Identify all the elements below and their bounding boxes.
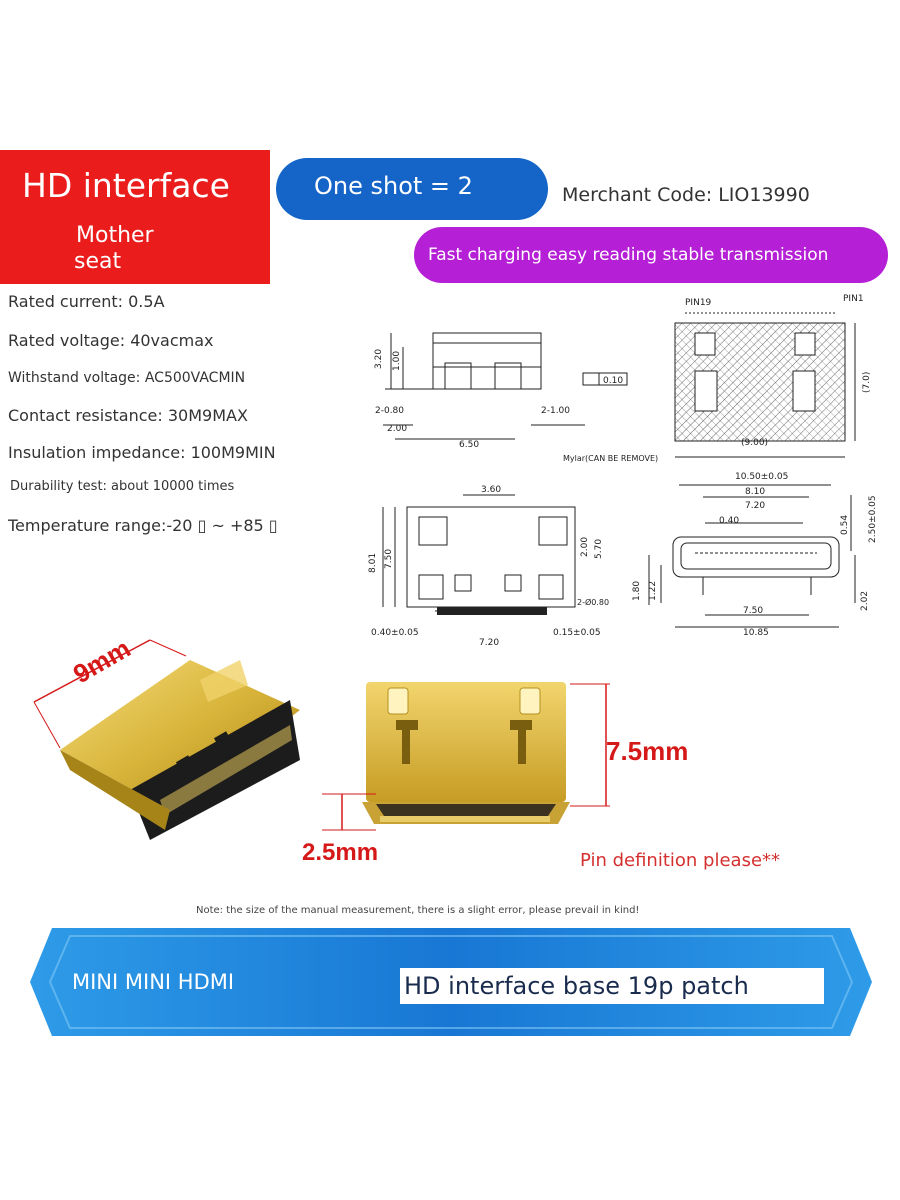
- connector-photo-front: [362, 682, 570, 824]
- spec-contact-resistance: Contact resistance: 30M9MAX: [8, 406, 248, 425]
- dim-bottom-h3: 2.00: [580, 537, 590, 557]
- spec-rated-current: Rated current: 0.5A: [8, 292, 165, 311]
- spec-temperature: Temperature range:-20 ▯ ~ +85 ▯: [8, 516, 278, 535]
- dim-front-h4: 1.22: [648, 581, 658, 601]
- dim-front-b1: 7.50: [743, 606, 763, 616]
- dim-side-h1: 3.20: [374, 349, 384, 369]
- pin19-label: PIN19: [685, 298, 712, 308]
- dim-bottom-h1: 8.01: [368, 553, 378, 573]
- pin-definition-text: Pin definition please**: [580, 850, 781, 871]
- dim-bottom-hole: 2-Ø0.80: [577, 597, 609, 607]
- dim-side-w2: 6.50: [459, 440, 479, 450]
- spec-rated-voltage: Rated voltage: 40vacmax: [8, 331, 214, 350]
- feature-text: Fast charging easy reading stable transm…: [428, 245, 829, 265]
- mylar-label: Mylar(CAN BE REMOVE): [563, 454, 658, 463]
- spec-durability: Durability test: about 10000 times: [10, 479, 235, 494]
- front-view-drawing: [648, 484, 856, 628]
- dim-front-b2: 10.85: [743, 628, 769, 638]
- spec-insulation-impedance: Insulation impedance: 100M9MIN: [8, 443, 276, 462]
- dim-front-w2: 8.10: [745, 487, 765, 497]
- product-subtitle-line1: Mother: [76, 223, 154, 248]
- side-view-drawing: [383, 332, 628, 440]
- dim-side-h2: 1.00: [392, 351, 402, 371]
- dim-top-h: (7.0): [862, 372, 872, 393]
- top-view-drawing: [674, 312, 856, 458]
- banner-left-text: MINI MINI HDMI: [72, 970, 235, 994]
- dim-front-h5: 2.02: [860, 591, 870, 611]
- measurement-note: Note: the size of the manual measurement…: [196, 905, 640, 916]
- quantity-pill: [276, 158, 548, 220]
- pin1-label: PIN1: [843, 294, 864, 304]
- dim-side-p2: 2-1.00: [541, 406, 570, 416]
- dim-side-w1: 2.00: [387, 424, 407, 434]
- product-title: HD interface: [22, 166, 230, 205]
- feature-pill: [414, 227, 888, 283]
- banner-right-text: HD interface base 19p patch: [404, 972, 749, 1000]
- width-dim-label: 9mm: [68, 633, 136, 689]
- connector-photo-angled: [60, 660, 300, 840]
- width-dim-line: [33, 639, 151, 703]
- dim-side-p1: 2-0.80: [375, 406, 404, 416]
- dim-bottom-h4: 5.70: [594, 539, 604, 559]
- spec-withstand-voltage: Withstand voltage: AC500VACMIN: [8, 370, 246, 386]
- product-photos: 9mm 7.5mm 2.5mm: [33, 633, 688, 866]
- dim-bottom-h2: 7.50: [384, 549, 394, 569]
- dim-bottom-w: 3.60: [481, 485, 501, 495]
- dim-bottom-center: 7.20: [479, 638, 499, 648]
- merchant-code: Merchant Code: LIO13990: [562, 184, 810, 206]
- dim-bottom-right: 0.15±0.05: [553, 628, 601, 638]
- height-dim-label: 7.5mm: [606, 736, 688, 766]
- header-red-block: [0, 150, 270, 284]
- dim-front-h1: 0.54: [840, 515, 850, 535]
- banner-right-box: [400, 968, 824, 1004]
- dim-front-w4: 0.40: [719, 516, 739, 526]
- dim-front-h2: 2.50±0.05: [868, 495, 878, 543]
- depth-dim-label: 2.5mm: [302, 839, 378, 866]
- technical-drawings: 3.20 1.00 0.10 2-0.80 2-1.00 2.00 6.50 P…: [368, 294, 878, 648]
- dim-side-flat: 0.10: [603, 376, 623, 386]
- dim-front-h3: 1.80: [632, 581, 642, 601]
- dim-bottom-left: 0.40±0.05: [371, 628, 419, 638]
- dim-front-w1: 10.50±0.05: [735, 472, 788, 482]
- product-subtitle-line2: seat: [74, 249, 122, 274]
- dim-top-w: (9.00): [741, 438, 768, 448]
- quantity-text: One shot = 2: [314, 172, 473, 200]
- dim-front-w3: 7.20: [745, 501, 765, 511]
